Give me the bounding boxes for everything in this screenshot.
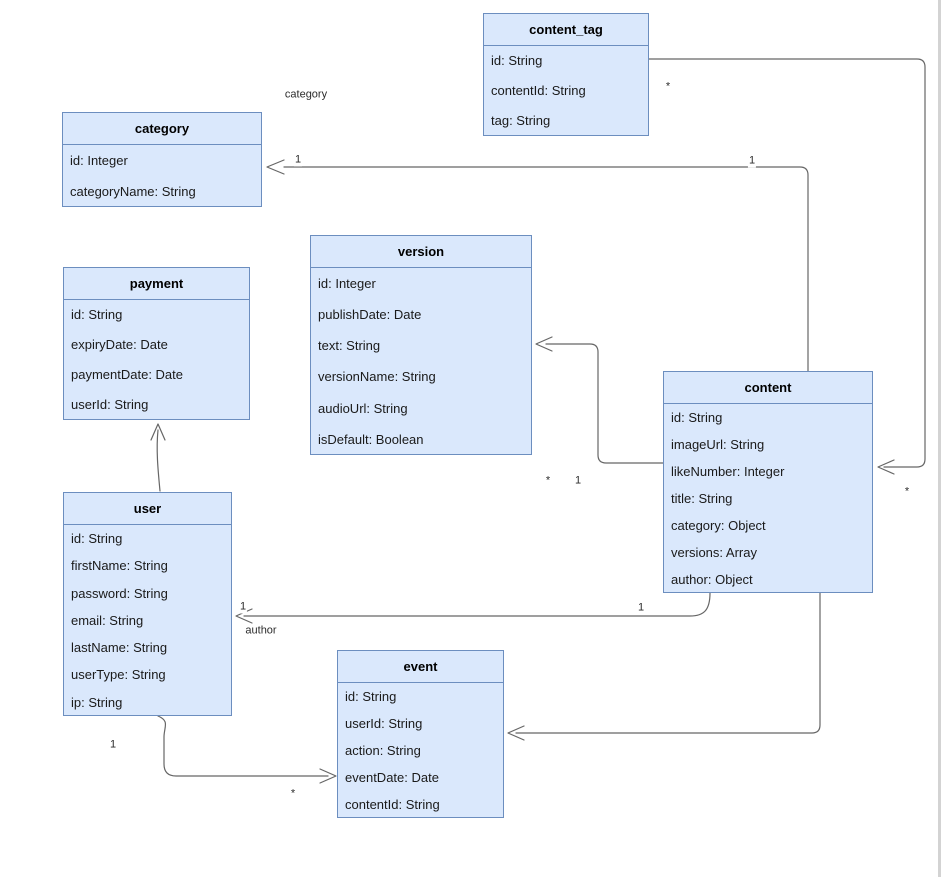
mult-contenttag-side-star: * — [664, 80, 672, 94]
arrowhead-left-icon — [877, 459, 895, 475]
mult-author-user-1: 1 — [238, 600, 248, 614]
mult-version-side-1: 1 — [573, 474, 583, 488]
entity-field: isDefault: Boolean — [318, 431, 424, 447]
entity-field: action: String — [345, 743, 421, 758]
entity-field: versionName: String — [318, 369, 436, 385]
mult-user-event-1: 1 — [108, 738, 118, 752]
entity-field: id: Integer — [318, 276, 376, 291]
entity-version[interactable]: version id: Integer publishDate: Date text:… — [310, 235, 532, 455]
entity-event[interactable]: event id: String userId: String action: Str… — [337, 650, 504, 818]
arrowhead-left-icon — [507, 725, 525, 741]
mult-content-category-corner-1: 1 — [747, 154, 757, 168]
entity-field: likeNumber: Integer — [671, 464, 785, 479]
entity-field: id: Integer — [70, 153, 128, 168]
entity-field: contentId: String — [491, 83, 586, 98]
entity-field: audioUrl: String — [318, 400, 408, 416]
entity-field: email: String — [71, 612, 144, 628]
entity-content[interactable]: content id: String imageUrl: String likeNum… — [663, 371, 873, 593]
entity-field: userId: String — [345, 716, 423, 731]
entity-field: userType: String — [71, 667, 166, 683]
arrowhead-left-icon — [266, 159, 285, 175]
entity-field: tag: String — [491, 113, 551, 128]
entity-field: imageUrl: String — [671, 437, 765, 452]
entity-title-category: category — [63, 113, 261, 145]
edge-name-category: category — [283, 88, 329, 102]
entity-field: lastName: String — [71, 640, 168, 656]
entity-field: userId: String — [71, 397, 149, 412]
entity-field: id: String — [671, 410, 723, 425]
entity-field: categoryName: String — [70, 184, 196, 199]
entity-field: contentId: String — [345, 797, 440, 812]
entity-field: id: String — [491, 53, 543, 68]
mult-author-content-1: 1 — [636, 601, 646, 615]
mult-version-side-star: * — [544, 474, 552, 488]
entity-field: paymentDate: Date — [71, 367, 184, 382]
entity-title-version: version — [311, 236, 531, 268]
entity-field: id: String — [345, 689, 397, 704]
entity-title-content_tag: content_tag — [484, 14, 648, 46]
entity-field: versions: Array — [671, 545, 757, 560]
mult-event-side-star: * — [289, 787, 297, 801]
entity-field: author: Object — [671, 572, 753, 587]
mult-content-side-star: * — [903, 485, 911, 499]
entity-field: id: String — [71, 307, 123, 322]
entity-field: id: String — [71, 531, 123, 546]
arrowhead-left-icon — [535, 336, 553, 352]
entity-title-payment: payment — [64, 268, 249, 300]
entity-user[interactable]: user id: String firstName: String password:… — [63, 492, 232, 716]
entity-title-event: event — [338, 651, 503, 683]
edge-content-event — [507, 592, 821, 741]
entity-field: publishDate: Date — [318, 307, 422, 323]
arrowhead-up-icon — [150, 423, 166, 441]
entity-category[interactable]: category id: Integer categoryName: String — [62, 112, 262, 207]
entity-title-user: user — [64, 493, 231, 525]
edge-user-event — [157, 715, 337, 784]
entity-field: eventDate: Date — [345, 770, 439, 785]
edge-content-version — [535, 336, 664, 464]
entity-field: title: String — [671, 491, 733, 506]
edge-user-payment — [150, 423, 166, 492]
entity-field: category: Object — [671, 518, 766, 533]
entity-payment[interactable]: payment id: String expiryDate: Date payment… — [63, 267, 250, 420]
entity-field: ip: String — [71, 694, 123, 710]
mult-category-side-1: 1 — [293, 153, 303, 167]
edge-name-author: author — [244, 624, 278, 638]
entity-field: password: String — [71, 585, 168, 601]
entity-field: firstName: String — [71, 558, 168, 574]
entity-content_tag[interactable]: content_tag id: String contentId: String ta… — [483, 13, 649, 136]
page-boundary-line — [938, 0, 941, 877]
entity-field: expiryDate: Date — [71, 337, 168, 352]
entity-title-content: content — [664, 372, 872, 404]
entity-field: text: String — [318, 338, 381, 354]
arrowhead-right-icon — [319, 768, 337, 784]
